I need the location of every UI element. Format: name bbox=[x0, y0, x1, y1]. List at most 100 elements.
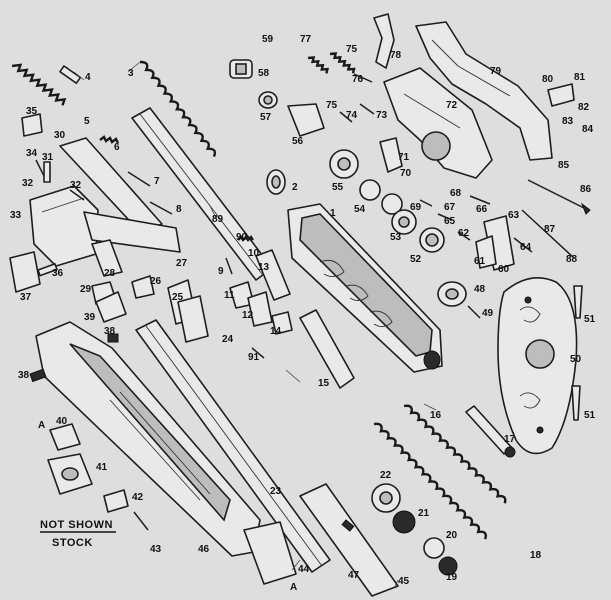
part-pin-9 bbox=[225, 257, 233, 275]
label-82: 82 bbox=[578, 102, 590, 113]
part-tube-40 bbox=[49, 423, 81, 451]
label-76: 76 bbox=[352, 74, 364, 85]
label-A-bottom: A bbox=[290, 582, 297, 593]
part-cap-21 bbox=[392, 510, 416, 534]
part-rod-17 bbox=[465, 405, 516, 458]
label-28: 28 bbox=[104, 268, 116, 279]
label-60: 60 bbox=[498, 264, 510, 275]
label-30: 30 bbox=[54, 130, 66, 141]
label-85: 85 bbox=[558, 160, 570, 171]
label-64: 64 bbox=[520, 242, 532, 253]
label-26: 26 bbox=[150, 276, 162, 287]
label-65: 65 bbox=[444, 216, 456, 227]
part-receiver-1 bbox=[287, 203, 443, 373]
part-buttplate-50 bbox=[497, 276, 578, 455]
part-knob-58 bbox=[229, 59, 253, 79]
label-19: 19 bbox=[446, 572, 458, 583]
label-88: 88 bbox=[566, 254, 578, 265]
part-extractor-6 bbox=[99, 135, 120, 144]
label-1: 1 bbox=[330, 208, 336, 219]
label-75: 75 bbox=[326, 100, 338, 111]
label-54: 54 bbox=[354, 204, 366, 215]
label-73: 73 bbox=[376, 110, 388, 121]
part-spring-5 bbox=[11, 63, 67, 106]
part-pin-38-right bbox=[107, 333, 119, 343]
part-pin-38-left bbox=[29, 368, 47, 383]
part-pin-74 bbox=[339, 111, 353, 123]
label-35: 35 bbox=[26, 106, 38, 117]
part-pin-8 bbox=[149, 201, 173, 215]
label-14: 14 bbox=[270, 326, 282, 337]
part-pin-32 bbox=[69, 189, 85, 201]
part-rod-88 bbox=[521, 209, 575, 259]
label-47: 47 bbox=[348, 570, 360, 581]
part-trigger-plate-79 bbox=[415, 21, 553, 161]
part-spring-90 bbox=[237, 235, 254, 242]
label-72: 72 bbox=[446, 100, 458, 111]
label-68: 68 bbox=[450, 188, 462, 199]
note-line-2: STOCK bbox=[52, 537, 93, 549]
label-74: 74 bbox=[346, 110, 358, 121]
part-washer-19 bbox=[438, 556, 458, 576]
part-spring-16 bbox=[403, 404, 507, 504]
label-16: 16 bbox=[430, 410, 442, 421]
label-37: 37 bbox=[20, 292, 32, 303]
label-66: 66 bbox=[476, 204, 488, 215]
label-71: 71 bbox=[398, 152, 410, 163]
part-piece-39 bbox=[95, 291, 127, 323]
part-ring-55 bbox=[329, 149, 359, 179]
part-clip-42 bbox=[103, 489, 129, 513]
part-pin-64 bbox=[513, 237, 533, 253]
label-40: 40 bbox=[56, 416, 68, 427]
label-89: 89 bbox=[212, 214, 224, 225]
part-pin-36 bbox=[37, 263, 58, 277]
label-29: 29 bbox=[80, 284, 92, 295]
part-lever-71 bbox=[379, 137, 403, 173]
label-77: 77 bbox=[300, 34, 312, 45]
label-8: 8 bbox=[176, 204, 182, 215]
label-53: 53 bbox=[390, 232, 402, 243]
part-pin-69 bbox=[419, 199, 433, 207]
label-67: 67 bbox=[444, 202, 456, 213]
part-pin-62 bbox=[457, 231, 471, 241]
label-10: 10 bbox=[248, 248, 260, 259]
part-knob-48 bbox=[437, 281, 467, 307]
part-block-12 bbox=[247, 291, 273, 327]
part-barrel-23 bbox=[135, 319, 331, 573]
part-ring-53 bbox=[391, 209, 417, 235]
part-washers-54 bbox=[359, 179, 403, 215]
part-pin-91 bbox=[251, 347, 265, 359]
label-83: 83 bbox=[562, 116, 574, 127]
part-block-37 bbox=[9, 251, 41, 293]
part-pin-34 bbox=[35, 159, 45, 177]
label-51-top: 51 bbox=[584, 314, 596, 325]
label-70: 70 bbox=[400, 168, 412, 179]
part-lever-14 bbox=[271, 311, 293, 335]
note-line-1: NOT SHOWN bbox=[40, 519, 113, 531]
label-80: 80 bbox=[542, 74, 554, 85]
part-mount-41 bbox=[47, 453, 93, 495]
part-carrier-33 bbox=[29, 185, 99, 267]
part-pin-86 bbox=[527, 179, 591, 215]
part-ring-52 bbox=[419, 227, 445, 253]
label-31: 31 bbox=[42, 152, 54, 163]
part-pin-66 bbox=[469, 195, 491, 205]
label-27: 27 bbox=[176, 258, 188, 269]
part-washer-20 bbox=[423, 537, 445, 559]
part-barrel-15 bbox=[299, 309, 355, 389]
label-43: 43 bbox=[150, 544, 162, 555]
label-79: 79 bbox=[490, 66, 502, 77]
label-33: 33 bbox=[10, 210, 22, 221]
label-90: 90 bbox=[236, 232, 248, 243]
leader-lines bbox=[73, 61, 437, 589]
label-38-right: 38 bbox=[104, 326, 116, 337]
label-20: 20 bbox=[446, 530, 458, 541]
label-51-bottom: 51 bbox=[584, 410, 596, 421]
label-A-left: A bbox=[38, 420, 45, 431]
not-shown-note: NOT SHOWN STOCK bbox=[40, 519, 116, 549]
label-45: 45 bbox=[398, 576, 410, 587]
callout-labels: 4 5 6 7 8 3 2 89 1 35 30 34 31 32 32 33 … bbox=[10, 34, 596, 593]
part-bushing-2 bbox=[266, 169, 286, 195]
label-5: 5 bbox=[84, 116, 90, 127]
